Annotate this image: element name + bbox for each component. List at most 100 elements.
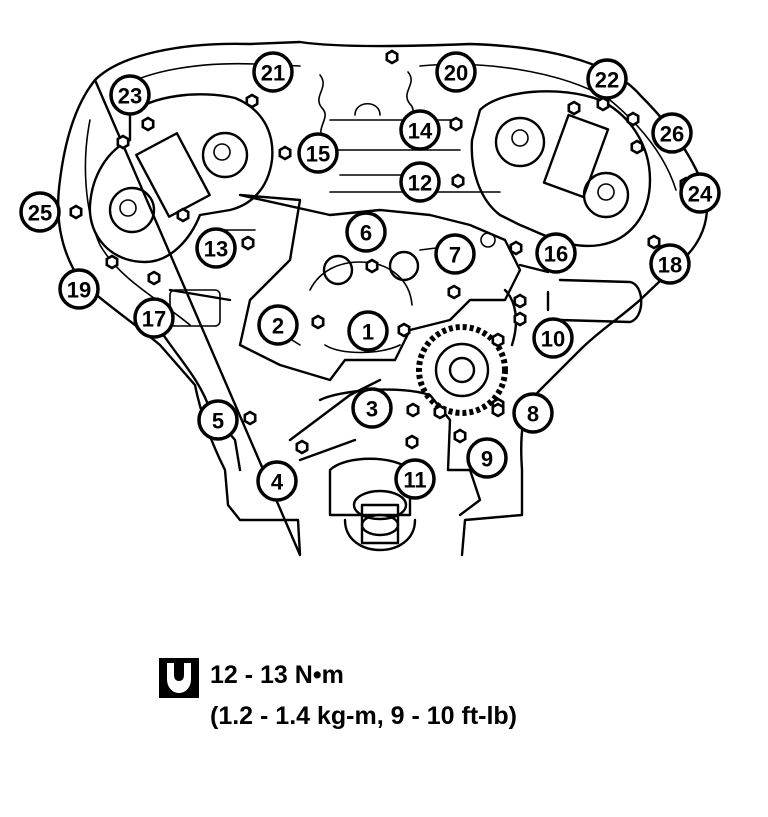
callout-number: 1 xyxy=(362,320,374,345)
right-tensioner-block xyxy=(542,113,610,199)
callout-number: 5 xyxy=(212,409,224,434)
pump-boss-left xyxy=(322,254,354,286)
bolt-icon xyxy=(647,234,661,250)
callout-8: 8 xyxy=(512,392,554,434)
center-body xyxy=(238,193,522,382)
callout-3: 3 xyxy=(351,387,393,429)
left-cam-housing xyxy=(88,93,274,264)
bolt-icon xyxy=(626,111,640,127)
bolt-icon xyxy=(433,404,447,420)
callout-number: 16 xyxy=(544,242,568,267)
left-cam-upper xyxy=(201,131,249,179)
bolt-icon xyxy=(509,240,523,256)
callout-number: 10 xyxy=(541,327,565,352)
callout-number: 26 xyxy=(660,122,684,147)
callout-21: 21 xyxy=(252,51,294,93)
callout-number: 4 xyxy=(271,470,284,495)
water-pump-gear xyxy=(416,324,508,416)
callout-circle xyxy=(399,109,441,151)
callout-circle xyxy=(651,112,693,154)
bolt-group xyxy=(69,49,693,455)
callout-circle xyxy=(297,132,339,174)
callout-circle xyxy=(649,243,691,285)
bolt-icon xyxy=(513,311,527,327)
callout-circle xyxy=(195,227,237,269)
callout-circle xyxy=(351,387,393,429)
callout-19: 19 xyxy=(58,268,100,310)
left-cam-lower-hub xyxy=(119,199,137,217)
bolt-icon xyxy=(449,116,463,132)
callout-circle xyxy=(434,233,476,275)
callout-2: 2 xyxy=(257,304,299,346)
left-cam-lower xyxy=(108,186,156,234)
callout-20: 20 xyxy=(435,51,477,93)
callout-24: 24 xyxy=(679,172,721,214)
pump-boss-small xyxy=(480,232,496,248)
bolt-icon xyxy=(295,439,309,455)
callout-circle xyxy=(535,232,577,274)
callout-circle xyxy=(399,161,441,203)
bolt-icon xyxy=(176,207,190,223)
callout-10: 10 xyxy=(532,317,574,359)
bolt-icon xyxy=(245,93,259,109)
bolt-icon xyxy=(385,49,399,65)
bolt-icon xyxy=(447,284,461,300)
torque-conversion: (1.2 - 1.4 kg-m, 9 - 10 ft-lb) xyxy=(210,702,518,730)
bolt-icon xyxy=(453,428,467,444)
right-cam-upper-hub xyxy=(511,129,529,147)
callout-4: 4 xyxy=(256,460,298,502)
callout-circle xyxy=(252,51,294,93)
callout-number: 2 xyxy=(272,314,284,339)
callout-17: 17 xyxy=(133,297,175,339)
torque-wrench-icon xyxy=(159,658,199,698)
callout-number: 20 xyxy=(444,61,468,86)
callout-15: 15 xyxy=(297,132,339,174)
callout-circle xyxy=(19,191,61,233)
bolt-icon xyxy=(397,322,411,338)
right-cam-upper xyxy=(494,116,546,168)
callout-number: 13 xyxy=(204,237,228,262)
callout-circle xyxy=(394,458,436,500)
left-cam-upper-hub xyxy=(213,143,231,161)
callout-number: 23 xyxy=(118,84,142,109)
bolt-icon xyxy=(243,410,257,426)
callout-number: 11 xyxy=(403,468,426,493)
right-bracket-tube xyxy=(503,263,643,347)
torque-specification: 12 - 13 N•m (1.2 - 1.4 kg-m, 9 - 10 ft-l… xyxy=(158,655,718,745)
callout-number: 9 xyxy=(481,447,493,472)
bolt-icon xyxy=(311,314,325,330)
callout-circle xyxy=(512,392,554,434)
center-ribs xyxy=(318,71,501,193)
callout-number: 8 xyxy=(527,402,539,427)
callout-circle xyxy=(58,268,100,310)
callout-5: 5 xyxy=(197,399,239,441)
callout-23: 23 xyxy=(109,74,151,116)
bolt-icon xyxy=(105,254,119,270)
callout-circle xyxy=(257,304,299,346)
callout-number: 17 xyxy=(142,307,166,332)
callout-11: 11 xyxy=(394,458,436,500)
callout-number: 18 xyxy=(658,253,682,278)
callout-circle xyxy=(133,297,175,339)
bolt-icon xyxy=(491,402,505,418)
bolt-icon xyxy=(278,145,292,161)
callout-number: 14 xyxy=(408,119,433,144)
callout-circle xyxy=(586,58,628,100)
callout-14: 14 xyxy=(399,109,441,151)
callout-circle xyxy=(347,310,389,352)
bolt-icon xyxy=(141,116,155,132)
lower-left-arm xyxy=(158,288,382,472)
callout-circle xyxy=(532,317,574,359)
callout-26: 26 xyxy=(651,112,693,154)
callout-number: 12 xyxy=(408,171,432,196)
bolt-icon xyxy=(630,139,644,155)
callout-number: 3 xyxy=(366,397,378,422)
crank-nose xyxy=(343,489,417,552)
callout-7: 7 xyxy=(434,233,476,275)
callout-number: 24 xyxy=(688,182,713,207)
bolt-icon xyxy=(405,434,419,450)
bolt-icon xyxy=(513,293,527,309)
center-body-detail xyxy=(219,229,461,354)
